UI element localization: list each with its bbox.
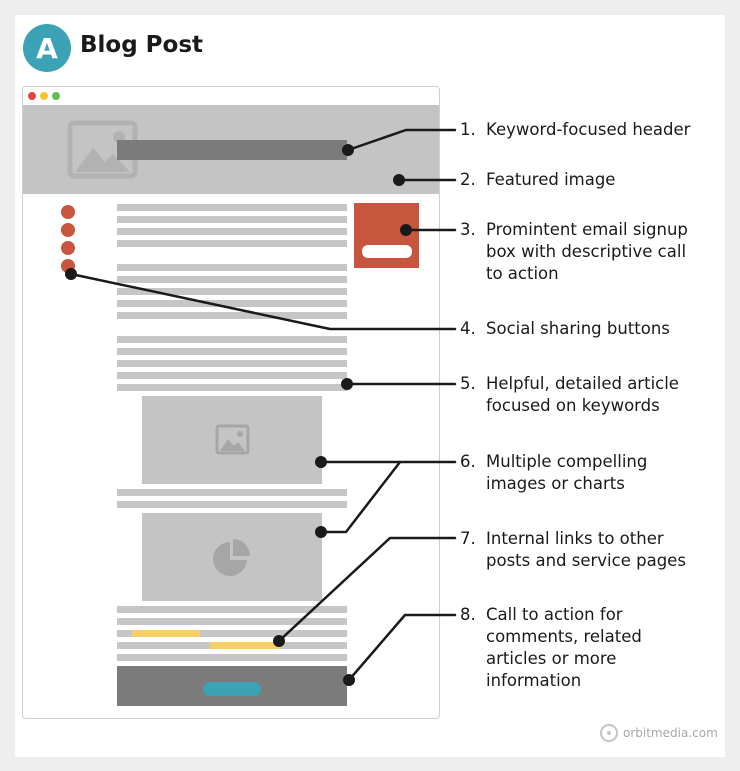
connector-dot <box>65 268 77 280</box>
watermark: orbitmedia.com <box>600 724 718 742</box>
connector-dot <box>273 635 285 647</box>
featured-image-block <box>23 105 439 194</box>
text-line <box>117 204 347 211</box>
text-line <box>117 630 347 637</box>
cta-block <box>117 666 347 706</box>
connector-dot <box>400 224 412 236</box>
email-signup-box <box>354 203 419 268</box>
window-close-dot <box>28 92 36 100</box>
text-line <box>117 288 347 295</box>
connector-dot <box>343 674 355 686</box>
window-minimize-dot <box>40 92 48 100</box>
browser-mockup <box>22 86 440 719</box>
text-line <box>117 654 347 661</box>
text-line <box>117 384 347 391</box>
text-line <box>117 348 347 355</box>
social-share-button <box>61 205 75 219</box>
annotation-1: 1. Keyword-focused header <box>460 120 691 139</box>
text-line <box>117 606 347 613</box>
connector-dot <box>341 378 353 390</box>
connector-line-6b <box>319 460 402 534</box>
article-image-placeholder <box>142 396 322 484</box>
header-bar <box>117 140 347 160</box>
annotation-2: 2. Featured image <box>460 170 616 189</box>
connector-dot <box>393 174 405 186</box>
text-line <box>117 240 347 247</box>
pie-chart-icon <box>213 539 250 576</box>
signup-button <box>362 245 412 258</box>
connector-line-7 <box>277 536 457 643</box>
window-zoom-dot <box>52 92 60 100</box>
text-line <box>117 336 347 343</box>
connector-line-4 <box>69 272 457 331</box>
social-share-button <box>61 223 75 237</box>
text-line <box>117 228 347 235</box>
text-line <box>117 264 347 271</box>
page-title: Blog Post <box>80 32 204 58</box>
article-chart-placeholder <box>142 513 322 601</box>
text-line <box>117 360 347 367</box>
annotation-3: 3. Promintent email signup box with desc… <box>460 220 688 283</box>
connector-dot <box>315 456 327 468</box>
text-line <box>117 216 347 223</box>
connector-line-1 <box>346 128 457 152</box>
text-line <box>117 276 347 283</box>
watermark-text: orbitmedia.com <box>623 726 718 740</box>
annotation-6: 6. Multiple compelling images or charts <box>460 452 648 493</box>
text-line <box>117 489 347 496</box>
text-line <box>117 501 347 508</box>
internal-link-highlight <box>210 642 280 649</box>
text-line <box>117 618 347 625</box>
cta-button <box>203 682 261 696</box>
annotation-5: 5. Helpful, detailed article focused on … <box>460 374 679 415</box>
annotation-7: 7. Internal links to other posts and ser… <box>460 529 686 570</box>
orbitmedia-logo-icon <box>600 724 618 742</box>
annotation-4: 4. Social sharing buttons <box>460 319 670 338</box>
image-icon <box>215 424 250 455</box>
connector-dot <box>342 144 354 156</box>
internal-link-highlight <box>132 630 200 637</box>
section-badge: A <box>23 24 71 72</box>
connector-dot <box>315 526 327 538</box>
text-line <box>117 372 347 379</box>
annotation-8: 8. Call to action for comments, related … <box>460 605 642 690</box>
connector-line-8 <box>347 613 457 682</box>
social-share-button <box>61 241 75 255</box>
text-line <box>117 300 347 307</box>
text-line <box>117 312 347 319</box>
